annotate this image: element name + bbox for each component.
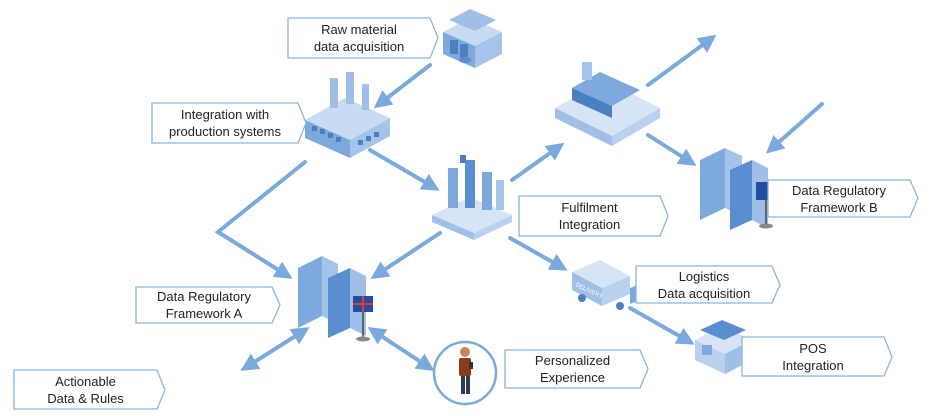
arrow-framework-a-personalized xyxy=(367,327,435,371)
customer-person-icon xyxy=(432,340,498,406)
cargo-ship-icon xyxy=(555,62,660,146)
label-fulfilment-line1: Fulfilment xyxy=(561,200,618,215)
arrow-fulfilment-to-truck xyxy=(508,236,568,271)
arrow-factory-to-fulfilment xyxy=(368,148,440,191)
label-integration-line1: Integration with xyxy=(180,107,270,122)
label-framework-a-line1: Data Regulatory xyxy=(157,289,251,304)
arrow-fulfilment-to-ship xyxy=(510,142,565,182)
label-personalized-line2: Experience xyxy=(539,370,606,385)
label-pos: POS Integration xyxy=(742,337,884,376)
label-actionable: Actionable Data & Rules xyxy=(14,370,157,409)
arrow-ship-outbound xyxy=(646,34,717,87)
label-box-raw-material xyxy=(287,17,439,59)
warehouse-icon xyxy=(443,9,502,68)
label-pos-line1: POS xyxy=(799,340,827,356)
label-box-framework-b xyxy=(767,179,919,218)
delivery-truck-icon: DELIVERY xyxy=(572,260,640,310)
label-personalized-line1: Personalized xyxy=(534,353,611,368)
label-box-integration xyxy=(151,102,307,144)
retail-store-icon xyxy=(695,320,752,374)
fulfilment-center-icon xyxy=(432,155,512,240)
label-fulfilment: Fulfilment Integration xyxy=(519,196,660,236)
label-integration-line2: production systems xyxy=(169,124,281,139)
server-rack-uk-flag-icon xyxy=(298,256,373,342)
label-box-fulfilment xyxy=(518,195,669,237)
label-framework-b: Data Regulatory Framework B xyxy=(768,180,910,217)
arrow-fulfilment-to-framework-a xyxy=(370,231,442,279)
label-fulfilment-line2: Integration xyxy=(558,217,621,232)
label-pos-line2: Integration xyxy=(782,357,844,373)
server-rack-eu-flag-icon xyxy=(700,148,776,230)
label-framework-b-line2: Framework B xyxy=(800,199,878,215)
label-box-pos xyxy=(741,336,893,377)
label-integration: Integration with production systems xyxy=(152,103,298,143)
label-box-actionable xyxy=(13,369,166,410)
arrow-ship-to-framework-b xyxy=(646,133,697,166)
label-framework-a: Data Regulatory Framework A xyxy=(136,287,272,323)
arrow-factory-to-framework-a xyxy=(214,160,307,279)
arrow-warehouse-to-factory xyxy=(373,63,432,109)
label-logistics: Logistics Data acquisition xyxy=(636,266,772,303)
label-raw-material-line2: data acquisition xyxy=(313,39,405,54)
label-framework-b-line1: Data Regulatory xyxy=(792,182,886,198)
arrow-inbound-to-framework-b xyxy=(765,102,824,154)
label-logistics-line1: Logistics xyxy=(678,268,730,284)
arrow-truck-to-store xyxy=(628,306,695,345)
label-raw-material-line1: Raw material xyxy=(321,22,397,37)
arrow-framework-a-actionable xyxy=(240,327,310,371)
label-box-logistics xyxy=(635,265,781,304)
label-actionable-line1: Actionable xyxy=(55,373,116,389)
label-logistics-line2: Data acquisition xyxy=(657,285,751,301)
factory-icon xyxy=(305,72,390,158)
label-framework-a-line2: Framework A xyxy=(165,306,243,321)
label-actionable-line2: Data & Rules xyxy=(47,390,124,406)
label-raw-material: Raw material data acquisition xyxy=(288,18,430,58)
label-box-personalized xyxy=(504,349,649,389)
label-box-framework-a xyxy=(135,286,281,324)
label-personalized: Personalized Experience xyxy=(505,350,640,388)
